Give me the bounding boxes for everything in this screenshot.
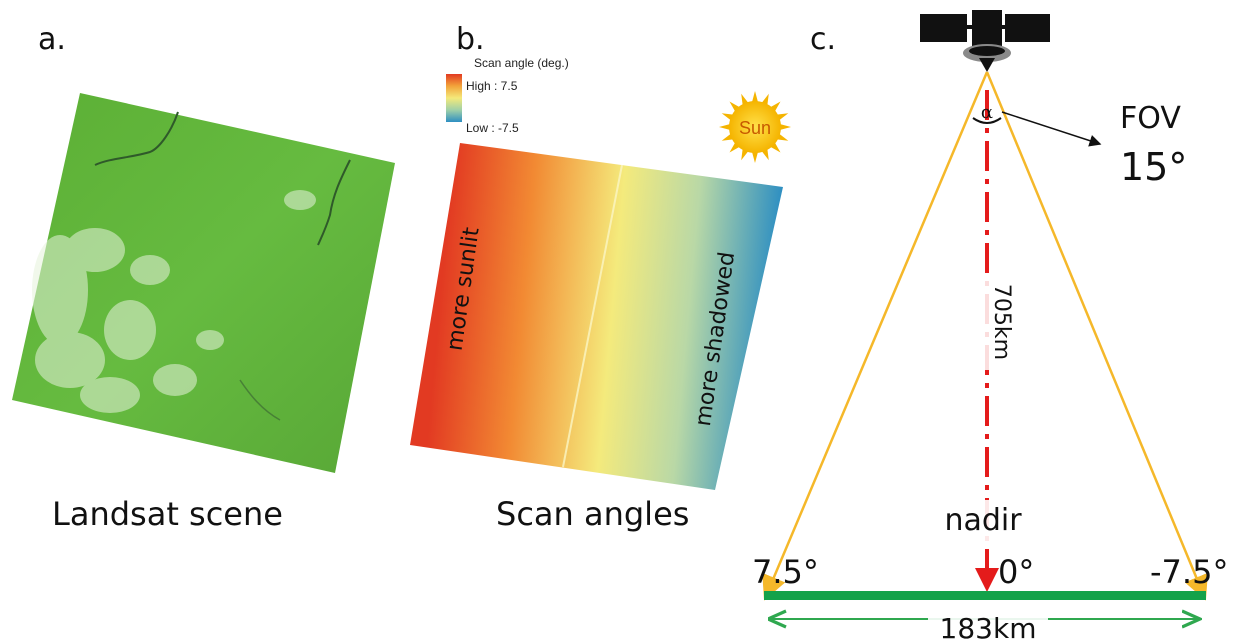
right-angle-label: -7.5°	[1150, 553, 1228, 591]
fov-label: FOV	[1120, 101, 1181, 136]
nadir-arrowhead	[975, 568, 999, 592]
ground-swath-bar	[764, 591, 1206, 600]
panel-b-caption: Scan angles	[496, 495, 690, 533]
satellite-icon	[920, 10, 1050, 72]
sun-ray	[778, 123, 791, 131]
panel-a-caption: Landsat scene	[52, 495, 283, 533]
fov-left-line	[762, 71, 989, 601]
alpha-arc	[972, 117, 1002, 124]
sun-ray	[751, 91, 759, 104]
fov-value: 15°	[1120, 145, 1187, 189]
scan-angle-image	[410, 143, 783, 490]
swath-width-label: 183km	[940, 612, 1037, 641]
center-angle-label: 0°	[998, 553, 1034, 591]
fov-right-line	[985, 71, 1208, 601]
panel-b-letter: b.	[456, 22, 485, 57]
left-angle-label: 7.5°	[752, 553, 819, 591]
legend-low-label: Low : -7.5	[466, 121, 519, 135]
panel-c-letter: c.	[810, 22, 837, 57]
fov-pointer-arrow	[1001, 111, 1102, 147]
altitude-label: 705km	[989, 284, 1014, 360]
legend-high-label: High : 7.5	[466, 79, 518, 93]
sun-label: Sun	[739, 118, 771, 138]
legend-title: Scan angle (deg.)	[474, 56, 569, 70]
legend-color-bar	[446, 74, 462, 122]
alpha-label: α	[981, 102, 993, 123]
sun-ray	[751, 150, 759, 163]
landsat-scene-image	[12, 93, 395, 473]
sun-ray	[719, 123, 732, 131]
sun-icon	[719, 91, 791, 163]
nadir-label: nadir	[944, 503, 1022, 538]
panel-a-letter: a.	[38, 22, 66, 57]
